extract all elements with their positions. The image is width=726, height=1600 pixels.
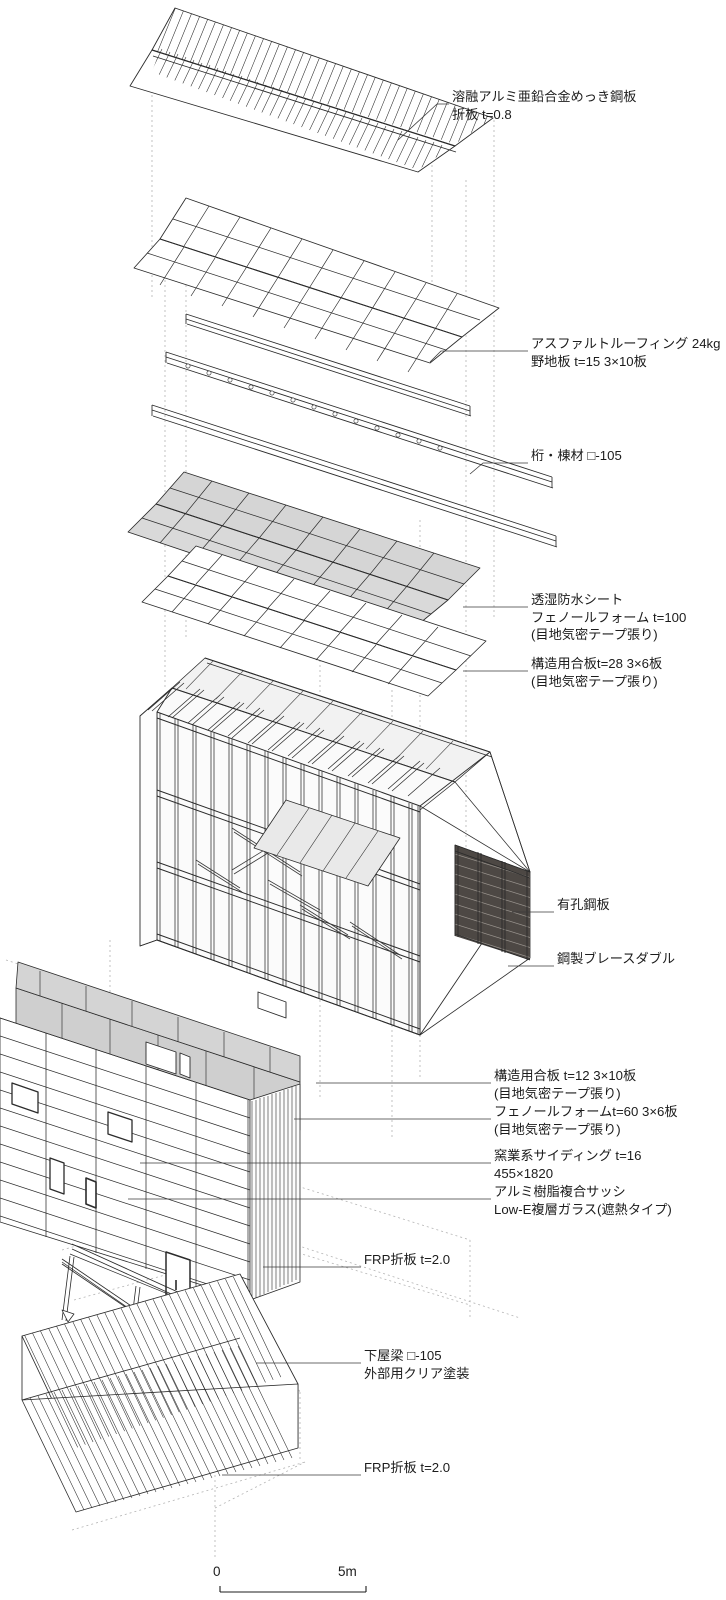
label-steel-brace-double: 鋼製ブレースダブル xyxy=(557,951,676,966)
scale-bar-end-label: 5m xyxy=(338,1564,357,1579)
layer-frp-canopy xyxy=(21,1273,299,1513)
label-frp-folded-plate-upper: FRP折板 t=2.0 xyxy=(364,1252,451,1267)
label-leader-lines xyxy=(128,103,554,1476)
label-perforated-steel-plate: 有孔鋼板 xyxy=(557,897,610,912)
scale-bar-graphic xyxy=(219,1586,367,1593)
layer-steel-frame xyxy=(139,657,531,1036)
layer-roof-structural-plywood xyxy=(141,545,487,697)
label-vapour-sheet-phenolic-foam: 透湿防水シートフェノールフォーム t=100(目地気密テープ張り) xyxy=(531,592,687,642)
scale-bar-start-label: 0 xyxy=(213,1564,221,1579)
label-frp-folded-plate-lower: FRP折板 t=2.0 xyxy=(364,1460,451,1475)
label-roof-folded-plate: 溶融アルミ亜鉛合金めっき鋼板折板 t=0.8 xyxy=(452,89,637,122)
label-structural-plywood-28: 構造用合板t=28 3×6板(目地気密テープ張り) xyxy=(531,656,663,689)
label-phenolic-foam-60: フェノールフォームt=60 3×6板(目地気密テープ張り) xyxy=(494,1104,678,1137)
layer-roof-folded-plate xyxy=(129,7,494,173)
layer-roof-sheathing xyxy=(133,197,500,373)
label-purlin-ridge: 桁・棟材 □-105 xyxy=(531,448,622,463)
label-structural-plywood-12: 構造用合板 t=12 3×10板(目地気密テープ張り) xyxy=(494,1068,637,1101)
layer-purlin-ridge xyxy=(151,313,558,548)
